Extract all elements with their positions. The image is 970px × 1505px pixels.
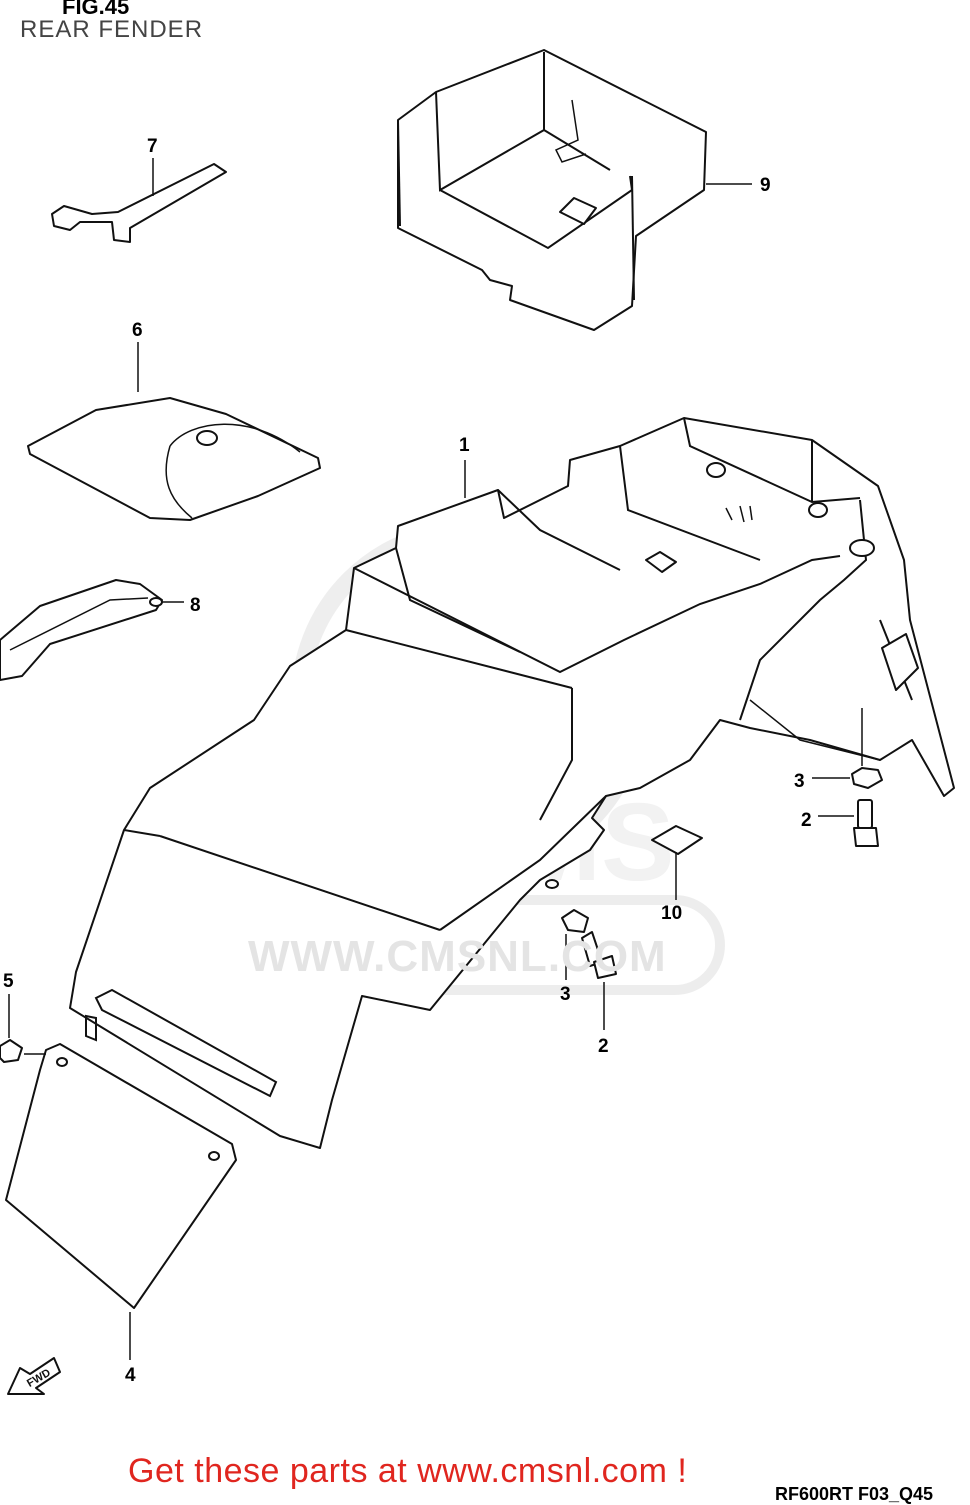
part-5-grommet — [0, 994, 46, 1063]
callout-2-center: 2 — [598, 1036, 609, 1057]
figure-title: FIG.45 — [62, 0, 130, 19]
part-7-wrench — [51, 158, 227, 243]
part-10-label — [651, 825, 703, 900]
reference-code: RF600RT F03_Q45 — [775, 1484, 934, 1504]
part-2-bolt-center — [581, 931, 617, 1030]
part-4-mud-flap — [5, 1014, 237, 1360]
callout-5: 5 — [3, 971, 14, 992]
part-1-rear-fender — [69, 417, 955, 1149]
callout-4: 4 — [125, 1365, 136, 1386]
part-3-nut-right — [812, 708, 883, 789]
footer-link-text[interactable]: Get these parts at www.cmsnl.com ! — [128, 1452, 688, 1490]
part-6-cover — [27, 342, 321, 521]
figure-subtitle: REAR FENDER — [20, 16, 204, 43]
callout-7: 7 — [147, 136, 158, 157]
part-9-storage-tray — [397, 49, 752, 331]
callout-8: 8 — [190, 595, 201, 616]
watermark-url: WWW.CMSNL.COM — [248, 932, 667, 981]
forward-direction-arrow: FWD — [7, 1357, 61, 1395]
callout-3-center: 3 — [560, 984, 571, 1005]
callout-9: 9 — [760, 175, 771, 196]
callout-1: 1 — [459, 435, 470, 456]
callout-6: 6 — [132, 320, 143, 341]
part-2-bolt-right — [818, 799, 879, 847]
callout-10: 10 — [661, 903, 682, 924]
part-3-nut-center — [561, 909, 589, 980]
callout-3-right: 3 — [794, 771, 805, 792]
part-8-strap — [0, 579, 184, 681]
callout-2-right: 2 — [801, 810, 812, 831]
